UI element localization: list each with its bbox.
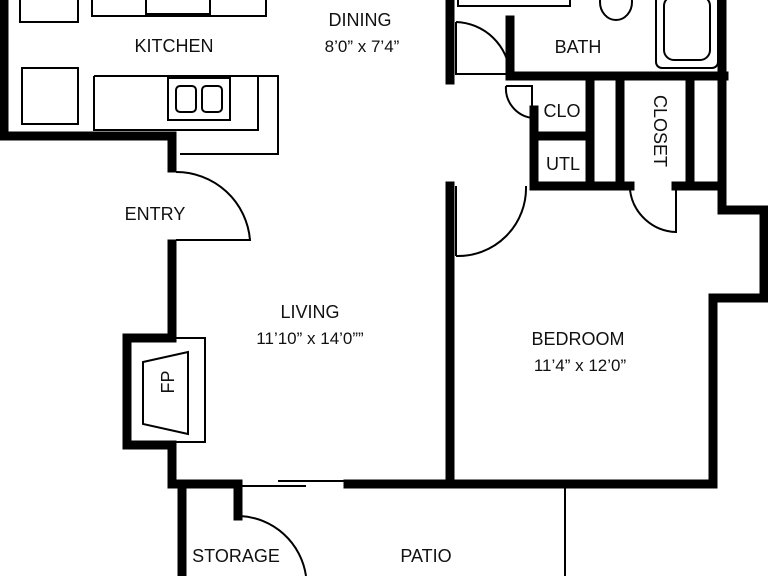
kitchen-counter-lower-inner bbox=[93, 76, 259, 131]
storage-door[interactable] bbox=[239, 515, 307, 576]
fireplace-hearth bbox=[172, 337, 206, 443]
range-top bbox=[145, 0, 211, 15]
dining-dimensions: 8’0” x 7’4” bbox=[325, 37, 400, 56]
labels: KITCHEN DINING 8’0” x 7’4” BATH CLO UTL … bbox=[125, 10, 670, 566]
sink-basin-right bbox=[201, 85, 223, 113]
bedroom-door[interactable] bbox=[455, 185, 528, 258]
fireplace-label: FP bbox=[158, 370, 178, 393]
entry-door[interactable] bbox=[175, 170, 252, 241]
clo-label: CLO bbox=[543, 101, 580, 121]
bedroom-label: BEDROOM bbox=[531, 329, 624, 349]
fireplace-box bbox=[122, 333, 177, 450]
right-exterior-upper bbox=[708, 0, 768, 489]
fireplace-firebox bbox=[142, 350, 189, 436]
vanity bbox=[457, 0, 571, 7]
entry-label: ENTRY bbox=[125, 204, 186, 224]
kitchen-cabinet-lower-left bbox=[21, 67, 79, 125]
living-label: LIVING bbox=[280, 302, 339, 322]
closet-label: CLOSET bbox=[650, 95, 670, 167]
bedroom-dimensions: 11’4” x 12’0” bbox=[534, 356, 627, 375]
clo-door[interactable] bbox=[504, 85, 533, 120]
kitchen-counter-lower bbox=[94, 75, 279, 155]
dining-label: DINING bbox=[329, 10, 392, 30]
bath-door[interactable] bbox=[455, 21, 512, 75]
toilet bbox=[599, 0, 633, 21]
utl-label: UTL bbox=[546, 154, 580, 174]
kitchen-cabinet-top-left bbox=[19, 0, 79, 23]
storage-label: STORAGE bbox=[192, 546, 280, 566]
closet-door[interactable] bbox=[629, 189, 677, 234]
sink-basin-left bbox=[175, 85, 197, 113]
kitchen-label: KITCHEN bbox=[134, 36, 213, 56]
bath-label: BATH bbox=[555, 37, 602, 57]
bathtub-inner bbox=[663, 0, 711, 61]
thin-lines bbox=[19, 0, 719, 576]
doors bbox=[175, 21, 677, 576]
living-dimensions: 11’10” x 14’0”” bbox=[256, 329, 364, 348]
patio-label: PATIO bbox=[400, 546, 451, 566]
kitchen-left-wall bbox=[0, 0, 177, 173]
